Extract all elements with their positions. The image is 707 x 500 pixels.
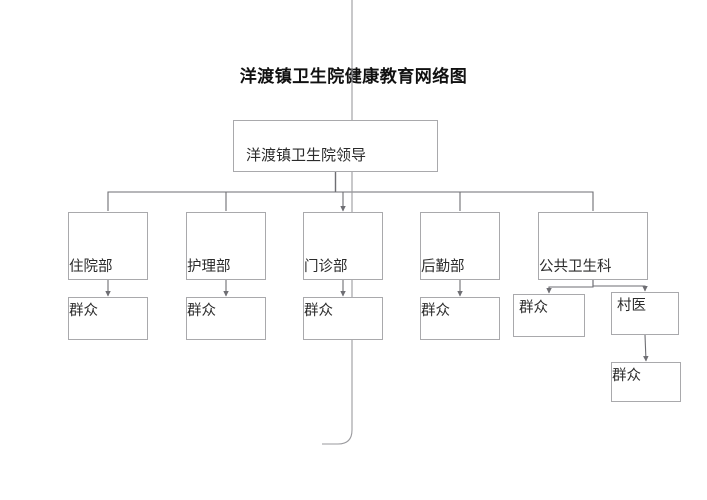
node-villagedoc[interactable]: 村医 bbox=[611, 292, 679, 335]
edge-leader-to-dept3 bbox=[334, 172, 346, 212]
node-label: 护理部 bbox=[187, 259, 231, 275]
node-pub1[interactable]: 群众 bbox=[68, 297, 148, 340]
node-pub6[interactable]: 群众 bbox=[611, 362, 681, 402]
node-label: 洋渡镇卫生院领导 bbox=[246, 146, 367, 164]
node-pub2[interactable]: 群众 bbox=[186, 297, 266, 340]
node-label: 群众 bbox=[519, 300, 548, 316]
node-pub5[interactable]: 群众 bbox=[513, 294, 585, 337]
node-label: 后勤部 bbox=[421, 259, 465, 275]
node-label: 住院部 bbox=[69, 259, 113, 275]
edge-leader-to-dept2 bbox=[225, 172, 337, 211]
node-label: 群众 bbox=[304, 303, 333, 319]
node-dept3[interactable]: 门诊部 bbox=[303, 212, 383, 280]
node-dept4[interactable]: 后勤部 bbox=[420, 212, 500, 280]
node-pub3[interactable]: 群众 bbox=[303, 297, 383, 340]
node-label: 公共卫生科 bbox=[539, 259, 612, 275]
node-leader[interactable]: 洋渡镇卫生院领导 bbox=[233, 120, 438, 172]
node-label: 群众 bbox=[69, 303, 98, 319]
edge-dept5-to-pub5 bbox=[546, 280, 594, 294]
page-title: 洋渡镇卫生院健康教育网络图 bbox=[239, 67, 468, 87]
node-label: 群众 bbox=[612, 368, 641, 384]
node-label: 群众 bbox=[187, 303, 216, 319]
edge-leader-to-dept5 bbox=[334, 172, 594, 211]
edge-leader-to-dept4 bbox=[334, 172, 461, 211]
edge-leader-to-dept1 bbox=[107, 172, 337, 211]
edge-villagedoc-to-pub6 bbox=[643, 334, 649, 362]
node-label: 村医 bbox=[617, 298, 646, 314]
node-dept2[interactable]: 护理部 bbox=[186, 212, 266, 280]
node-label: 群众 bbox=[421, 303, 450, 319]
node-dept1[interactable]: 住院部 bbox=[68, 212, 148, 280]
edge-dept5-to-villagedoc bbox=[592, 280, 648, 292]
node-dept5[interactable]: 公共卫生科 bbox=[538, 212, 648, 280]
node-pub4[interactable]: 群众 bbox=[420, 297, 500, 340]
node-label: 门诊部 bbox=[304, 259, 348, 275]
